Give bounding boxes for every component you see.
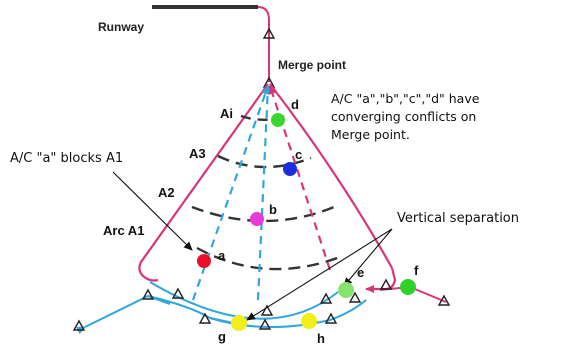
- aircraft-b-label: b: [269, 202, 277, 217]
- aircraft-a-label: a: [218, 248, 226, 263]
- right-boundary-leg: [269, 83, 393, 269]
- converging-note-line-3: Merge point.: [331, 127, 410, 142]
- merge-point-label: Merge point: [278, 58, 346, 72]
- aircraft-d-label: d: [291, 97, 299, 112]
- aircraft-h-dot: [301, 313, 317, 329]
- arc-a1-label: Arc A1: [103, 223, 144, 238]
- aircraft-a-dot: [197, 254, 211, 268]
- direct-route-b: [256, 85, 272, 301]
- runway-label: Runway: [98, 20, 144, 34]
- waypoint-triangle: [262, 27, 276, 39]
- arc-ai-label: Ai: [220, 106, 233, 121]
- converging-note-line-2: converging conflicts on: [331, 109, 476, 124]
- blocks-note-arrow: [112, 171, 193, 251]
- aircraft-g-dot: [231, 315, 247, 331]
- blocks-note: A/C "a" blocks A1: [10, 151, 123, 166]
- waypoint-triangles: [72, 278, 451, 331]
- aircraft-h-label: h: [317, 331, 325, 346]
- right-boundary-arrow: [365, 267, 397, 293]
- arc-a2-label: A2: [158, 185, 175, 200]
- aircraft-e-label: e: [357, 265, 364, 280]
- aircraft-f-label: f: [414, 263, 419, 278]
- left-boundary-leg: [138, 83, 269, 282]
- aircraft-e-dot: [338, 282, 354, 298]
- aircraft-g-label: g: [218, 329, 226, 344]
- inbound-route-west: [76, 294, 171, 335]
- vertical-separation-arrow-1: [246, 228, 393, 321]
- aircraft-c-label: c: [295, 147, 302, 162]
- aircraft-f-dot: [400, 279, 416, 295]
- vertical-separation-arrow-2: [343, 228, 393, 287]
- direct-route-a: [191, 85, 270, 301]
- lower-route-left: [147, 295, 239, 325]
- aircraft-b-dot: [250, 212, 264, 226]
- aircraft-d-dot: [271, 113, 285, 127]
- runway-approach-path: [257, 6, 270, 82]
- arc-ai: [240, 113, 291, 121]
- vertical-separation-label: Vertical separation: [397, 211, 519, 226]
- aircraft-c-dot: [283, 162, 297, 176]
- arc-a3-label: A3: [189, 146, 206, 161]
- converging-note-line-1: A/C "a","b","c","d" have: [331, 91, 480, 106]
